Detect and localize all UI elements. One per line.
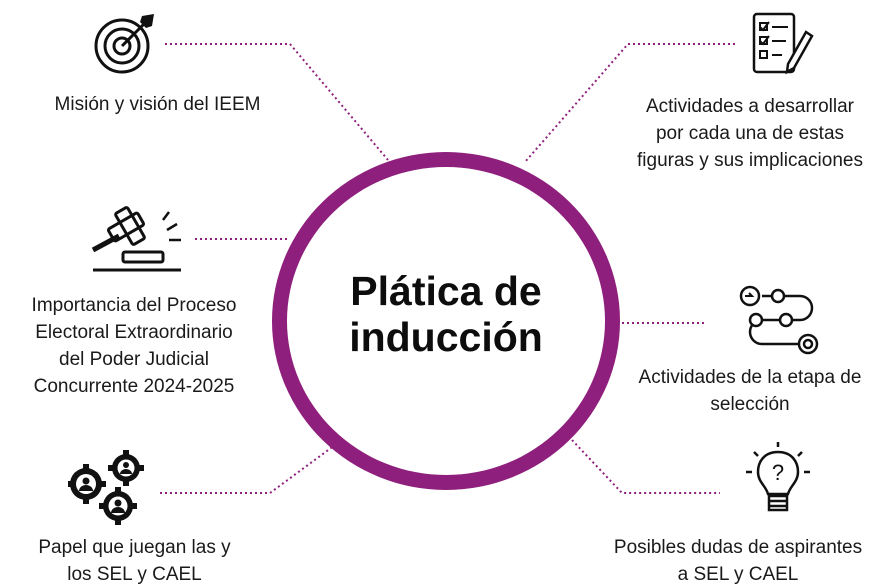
target-icon <box>94 14 154 74</box>
connector-dudas <box>571 439 720 494</box>
topic-etapa-seleccion-label: Actividades de la etapa de selección <box>638 367 862 415</box>
topic-dudas-label: Posibles dudas de aspirantes a SEL y CAE… <box>613 537 863 585</box>
process-path-icon <box>739 285 819 355</box>
connector-papel <box>160 444 336 494</box>
connector-mision <box>165 43 389 161</box>
topic-actividades-figuras-label: Actividades a desarrollar por cada una d… <box>637 96 863 171</box>
center-title: Plática de inducción <box>349 268 543 360</box>
gavel-icon <box>91 206 181 272</box>
topic-mision-label: Misión y visión del IEEM <box>54 94 261 115</box>
checklist-icon <box>752 12 814 75</box>
topic-papel-label: Papel que juegan las y los SEL y CAEL <box>38 537 231 585</box>
connector-actividades-figuras <box>524 43 735 163</box>
people-gears-icon <box>68 450 144 525</box>
svg-text:?: ? <box>772 460 784 485</box>
question-bulb-icon: ? <box>746 442 810 512</box>
topic-importancia-label: Importancia del Proceso Electoral Extrao… <box>31 295 237 397</box>
